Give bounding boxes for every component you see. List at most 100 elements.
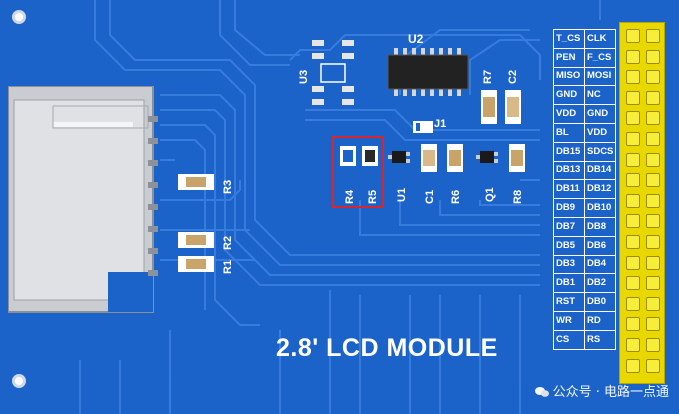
pin-label-right: DB12 — [584, 179, 616, 200]
header-pin — [646, 358, 660, 373]
header-pin — [626, 317, 640, 332]
header-pin — [646, 317, 660, 332]
j1-label: J1 — [434, 118, 447, 130]
pin-label-right: DB6 — [584, 235, 616, 256]
pin-label-left: PEN — [553, 47, 585, 68]
r4-r5-pads — [340, 146, 378, 166]
pin-label-right: F_CS — [584, 47, 616, 68]
header-pin — [626, 296, 640, 311]
header-pin — [626, 152, 640, 167]
r6-resistor — [447, 144, 463, 172]
highlight-box — [332, 136, 384, 208]
pin-label-right: SDCS — [584, 141, 616, 162]
r1-resistor — [178, 256, 214, 272]
pin-header — [619, 22, 665, 384]
pin-label-right: DB8 — [584, 216, 616, 237]
header-pin — [626, 90, 640, 105]
mounting-hole — [12, 10, 26, 24]
pin-label-right: DB0 — [584, 292, 616, 312]
r8-label: R8 — [512, 189, 524, 204]
header-pin — [626, 111, 640, 126]
r6-label: R6 — [450, 189, 462, 204]
pin-label-left: DB9 — [553, 198, 585, 218]
r7-resistor — [481, 90, 497, 124]
sd-socket-graphic — [7, 85, 158, 313]
pin-label-left: DB5 — [553, 235, 585, 256]
pin-label-left: DB3 — [553, 254, 585, 275]
header-pin — [626, 235, 640, 249]
header-pin — [626, 70, 640, 85]
watermark: 公众号 · 电路一点通 — [534, 381, 669, 400]
pin-label-left: WR — [553, 310, 585, 331]
header-pin — [646, 49, 660, 64]
r1-label: R1 — [222, 259, 234, 274]
header-pin — [646, 152, 660, 167]
r7-label: R7 — [482, 69, 494, 84]
pin-label-left: T_CS — [553, 29, 585, 49]
u2-chip — [388, 48, 469, 96]
header-pin — [646, 70, 660, 85]
header-pin — [646, 214, 660, 229]
u1-transistor — [388, 151, 410, 163]
header-pin — [626, 255, 640, 270]
sd-card-socket — [7, 85, 158, 316]
header-pin — [646, 235, 660, 249]
header-pin — [646, 296, 660, 311]
c2-capacitor — [505, 90, 521, 124]
mounting-hole — [12, 374, 26, 388]
header-pin — [646, 132, 660, 146]
pin-label-right: DB10 — [584, 198, 616, 218]
header-pin — [626, 358, 640, 373]
pin-label-left: GND — [553, 85, 585, 106]
pin-label-left: DB1 — [553, 273, 585, 294]
header-pin — [646, 255, 660, 270]
r8-resistor — [509, 144, 525, 172]
pin-label-right: RS — [584, 329, 616, 350]
r3-resistor — [178, 174, 214, 190]
header-pin — [626, 173, 640, 188]
pin-label-left: BL — [553, 122, 585, 143]
pin-label-right: DB4 — [584, 254, 616, 275]
pin-label-left: VDD — [553, 104, 585, 124]
header-pin — [646, 193, 660, 208]
q1-transistor — [476, 151, 498, 163]
u1-label: U1 — [396, 187, 408, 202]
u3-chip — [312, 40, 354, 105]
header-pin — [626, 132, 640, 146]
pin-label-left: DB7 — [553, 216, 585, 237]
header-pin — [646, 276, 660, 291]
pin-label-right: DB14 — [584, 160, 616, 181]
pin-label-right: NC — [584, 85, 616, 106]
q1-label: Q1 — [484, 187, 496, 202]
r3-label: R3 — [222, 179, 234, 194]
header-pin — [646, 111, 660, 126]
r2-resistor — [178, 232, 214, 248]
j1-jumper — [413, 121, 433, 133]
u3-label: U3 — [298, 69, 310, 84]
header-pin — [626, 214, 640, 229]
header-pin — [626, 193, 640, 208]
pin-label-right: GND — [584, 104, 616, 124]
pin-label-right: CLK — [584, 29, 616, 49]
module-title: 2.8' LCD MODULE — [276, 334, 498, 362]
wechat-icon — [534, 387, 549, 397]
header-pin — [626, 29, 640, 43]
header-pin — [646, 338, 660, 352]
pin-label-left: DB11 — [553, 179, 585, 200]
header-pin — [626, 338, 640, 352]
pin-label-left: MISO — [553, 66, 585, 87]
